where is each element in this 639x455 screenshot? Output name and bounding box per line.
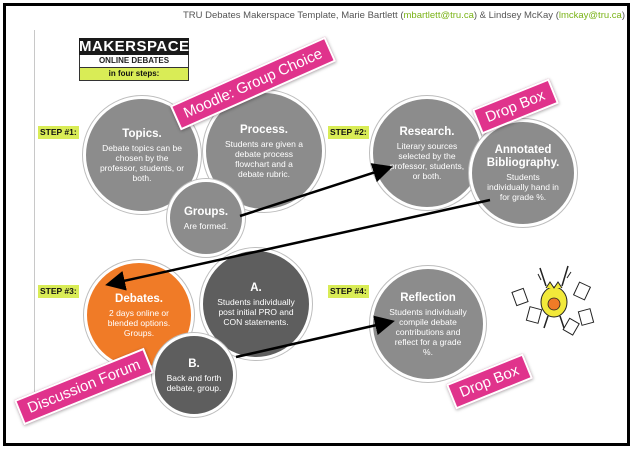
process-text: Students are given a debate process flow… <box>225 138 303 179</box>
email-link-lmckay[interactable]: lmckay@tru.ca <box>558 10 622 21</box>
credit-prefix: TRU Debates Makerspace Template, Marie B… <box>182 10 404 21</box>
debates-text: 2 days online or blended options. Groups… <box>107 307 171 338</box>
annotated-bibliography-circle: Annotated Bibliography. Students individ… <box>469 119 577 227</box>
arrow-groups-to-research <box>239 163 393 218</box>
arrow-annotated-to-debates <box>105 198 491 291</box>
email-link-mbartlett[interactable]: mbartlett@tru.ca <box>403 10 474 21</box>
process-title: Process. <box>240 123 288 136</box>
annotated-text: Students individually hand in for grade … <box>487 172 559 202</box>
research-title: Research. <box>399 125 455 138</box>
groups-text: Are formed. <box>183 220 229 231</box>
credit-line: TRU Debates Makerspace Template, Marie B… <box>183 10 625 21</box>
makerspace-logo: MAKERSPACE ONLINE DEBATES in four steps: <box>79 38 189 81</box>
step-b-text: Back and forth debate, group. <box>166 372 222 393</box>
debates-title: Debates. <box>115 292 163 305</box>
step-a-text: Students individually post initial PRO a… <box>217 296 295 327</box>
credit-suffix: ) <box>621 10 625 21</box>
groups-title: Groups. <box>183 205 229 218</box>
step-3-label: STEP #3: <box>38 285 79 298</box>
margin-line <box>34 30 35 408</box>
reflection-title: Reflection <box>400 291 456 304</box>
topics-title: Topics. <box>122 127 162 140</box>
step-b-circle: B. Back and forth debate, group. <box>152 333 236 417</box>
logo-subtitle: ONLINE DEBATES <box>79 55 189 68</box>
step-4-label: STEP #4: <box>328 285 369 298</box>
credit-mid: ) & Lindsey McKay ( <box>473 10 559 21</box>
step-a-title: A. <box>250 281 262 294</box>
reflection-text: Students individually compile debate con… <box>389 306 467 357</box>
arrow-b-to-reflection <box>235 315 395 359</box>
topics-text: Debate topics can be chosen by the profe… <box>99 142 185 183</box>
celebrating-person-with-papers-icon <box>511 265 595 336</box>
groups-circle: Groups. Are formed. <box>167 179 245 257</box>
step-b-title: B. <box>188 357 200 370</box>
step-1-label: STEP #1: <box>38 126 79 139</box>
step-2-label: STEP #2: <box>328 126 369 139</box>
logo-tagline: in four steps: <box>79 68 189 81</box>
annotated-title: Annotated Bibliography. <box>486 144 560 169</box>
research-circle: Research. Literary sources selected by t… <box>370 96 484 210</box>
logo-title: MAKERSPACE <box>79 38 190 55</box>
research-text: Literary sources selected by the profess… <box>389 140 465 181</box>
